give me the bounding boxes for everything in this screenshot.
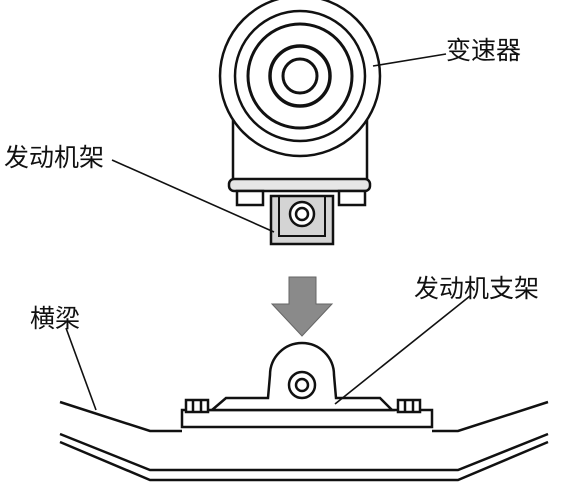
leader-crossbeam bbox=[65, 327, 97, 411]
transmission-assembly bbox=[218, 0, 382, 207]
flange-bolt-left bbox=[235, 189, 265, 207]
crossbeam-lower-line-1 bbox=[59, 432, 549, 472]
leader-engine-mount bbox=[111, 159, 275, 233]
leader-engine-support bbox=[334, 295, 471, 405]
crossbeam bbox=[59, 400, 549, 482]
engine-support bbox=[180, 341, 434, 429]
crossbeam-top-line bbox=[59, 400, 549, 433]
transmission-ring-4 bbox=[268, 44, 332, 108]
engine-mount-bracket bbox=[269, 194, 335, 246]
transmission-ring-2 bbox=[233, 9, 367, 143]
support-bolt-right bbox=[396, 398, 422, 414]
transmission-ring-3 bbox=[246, 22, 354, 130]
transmission-outer-ring bbox=[218, 0, 382, 158]
support-bolt-left bbox=[184, 398, 210, 414]
leader-lines bbox=[65, 53, 471, 411]
engine-mount-bolt-hole-inner bbox=[294, 206, 310, 222]
flange-bolt-right bbox=[337, 189, 367, 207]
crossbeam-lower-line-2 bbox=[59, 440, 549, 482]
support-pivot-hole bbox=[294, 377, 310, 393]
down-arrow-icon bbox=[270, 276, 334, 337]
label-crossbeam: 横梁 bbox=[30, 304, 81, 333]
label-engine-mount: 发动机架 bbox=[4, 143, 105, 172]
label-engine-support: 发动机支架 bbox=[414, 274, 540, 303]
transmission-hub bbox=[281, 57, 319, 95]
label-transmission: 变速器 bbox=[446, 36, 522, 65]
support-base-plate bbox=[180, 408, 434, 429]
engine-mount-inner bbox=[278, 196, 326, 237]
leader-transmission bbox=[372, 53, 447, 67]
transmission-flange bbox=[227, 177, 372, 193]
